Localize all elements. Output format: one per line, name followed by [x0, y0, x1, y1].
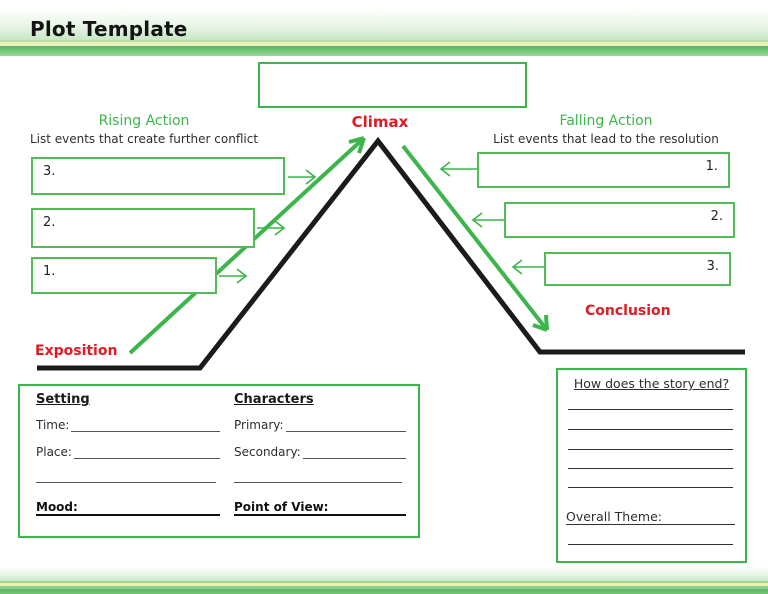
mood-blank-line[interactable]: [80, 496, 220, 514]
place-blank-line[interactable]: [73, 440, 220, 459]
footer-stripe-green2: [0, 586, 768, 589]
rising-event-box-3[interactable]: 3.: [31, 157, 285, 195]
arrow-left-1: [439, 161, 477, 177]
arrow-left-3: [511, 259, 544, 275]
falling-event-box-3[interactable]: 3.: [544, 252, 731, 286]
rising-event-number: 2.: [43, 215, 56, 230]
footer-bar: [0, 589, 768, 594]
characters-column: Characters Primary: Secondary: Point of …: [234, 386, 406, 536]
falling-arrow: [401, 144, 549, 332]
story-end-line-1[interactable]: [568, 409, 733, 410]
point-of-view-field[interactable]: Point of View:: [234, 496, 406, 516]
secondary-blank-line[interactable]: [302, 440, 406, 459]
rising-event-box-1[interactable]: 1.: [31, 257, 217, 294]
setting-characters-box: Setting Time: Place: Mood: Characters Pr…: [18, 384, 420, 538]
setting-extra-line[interactable]: [36, 466, 216, 483]
secondary-label: Secondary:: [234, 445, 301, 459]
mood-label: Mood:: [36, 500, 78, 514]
primary-label: Primary:: [234, 418, 284, 432]
exposition-label: Exposition: [35, 343, 118, 359]
overall-theme-label: Overall Theme:: [566, 509, 662, 524]
falling-action-heading: Falling Action: [559, 113, 653, 129]
setting-column: Setting Time: Place: Mood:: [36, 386, 220, 536]
header-gradient: [0, 8, 768, 40]
falling-event-box-1[interactable]: 1.: [477, 152, 730, 188]
arrow-right-2: [257, 220, 286, 236]
rising-event-number: 1.: [43, 264, 56, 279]
rising-action-subheading: List events that create further conflict: [29, 132, 259, 146]
setting-heading: Setting: [36, 392, 90, 407]
story-ending-box: How does the story end? Overall Theme:: [556, 368, 747, 563]
climax-description-box[interactable]: [258, 62, 527, 108]
story-end-line-3[interactable]: [568, 449, 733, 450]
plot-line: [37, 136, 745, 371]
page-title: Plot Template: [30, 17, 188, 41]
overall-theme-field[interactable]: Overall Theme:: [566, 505, 735, 525]
rising-event-number: 3.: [43, 164, 56, 179]
overall-theme-line[interactable]: [568, 544, 733, 545]
arrow-left-2: [471, 212, 504, 228]
point-of-view-label: Point of View:: [234, 500, 329, 514]
connector-arrows-right: [439, 161, 544, 275]
secondary-field[interactable]: Secondary:: [234, 441, 406, 459]
footer-gradient: [0, 566, 768, 581]
header-stripe-yellow: [0, 42, 768, 45]
falling-event-number: 3.: [706, 259, 719, 274]
story-end-heading: How does the story end?: [573, 376, 730, 391]
place-field[interactable]: Place:: [36, 441, 220, 459]
header-bar: [0, 46, 768, 56]
story-end-line-4[interactable]: [568, 468, 733, 469]
characters-extra-line[interactable]: [234, 466, 402, 483]
time-label: Time:: [36, 418, 70, 432]
rising-event-box-2[interactable]: 2.: [31, 208, 255, 248]
falling-action-subheading: List events that lead to the resolution: [493, 132, 719, 146]
falling-event-number: 1.: [705, 159, 718, 174]
mood-field[interactable]: Mood:: [36, 496, 220, 516]
time-blank-line[interactable]: [71, 413, 220, 432]
point-of-view-blank-line[interactable]: [330, 496, 406, 514]
arrow-right-3: [288, 169, 317, 185]
connector-arrows-left: [219, 169, 317, 284]
footer-stripe-green: [0, 581, 768, 583]
header-stripe-light: [0, 45, 768, 46]
footer-stripe-yellow: [0, 583, 768, 586]
falling-event-box-2[interactable]: 2.: [504, 202, 735, 238]
primary-field[interactable]: Primary:: [234, 414, 406, 432]
conclusion-label: Conclusion: [585, 303, 671, 319]
arrow-right-1: [219, 268, 248, 284]
header-stripe-green: [0, 40, 768, 42]
climax-label: Climax: [351, 113, 409, 131]
primary-blank-line[interactable]: [285, 413, 406, 432]
place-label: Place:: [36, 445, 72, 459]
time-field[interactable]: Time:: [36, 414, 220, 432]
falling-event-number: 2.: [710, 209, 723, 224]
story-end-line-2[interactable]: [568, 429, 733, 430]
characters-heading: Characters: [234, 392, 314, 407]
rising-action-heading: Rising Action: [98, 113, 190, 129]
story-end-line-5[interactable]: [568, 487, 733, 488]
